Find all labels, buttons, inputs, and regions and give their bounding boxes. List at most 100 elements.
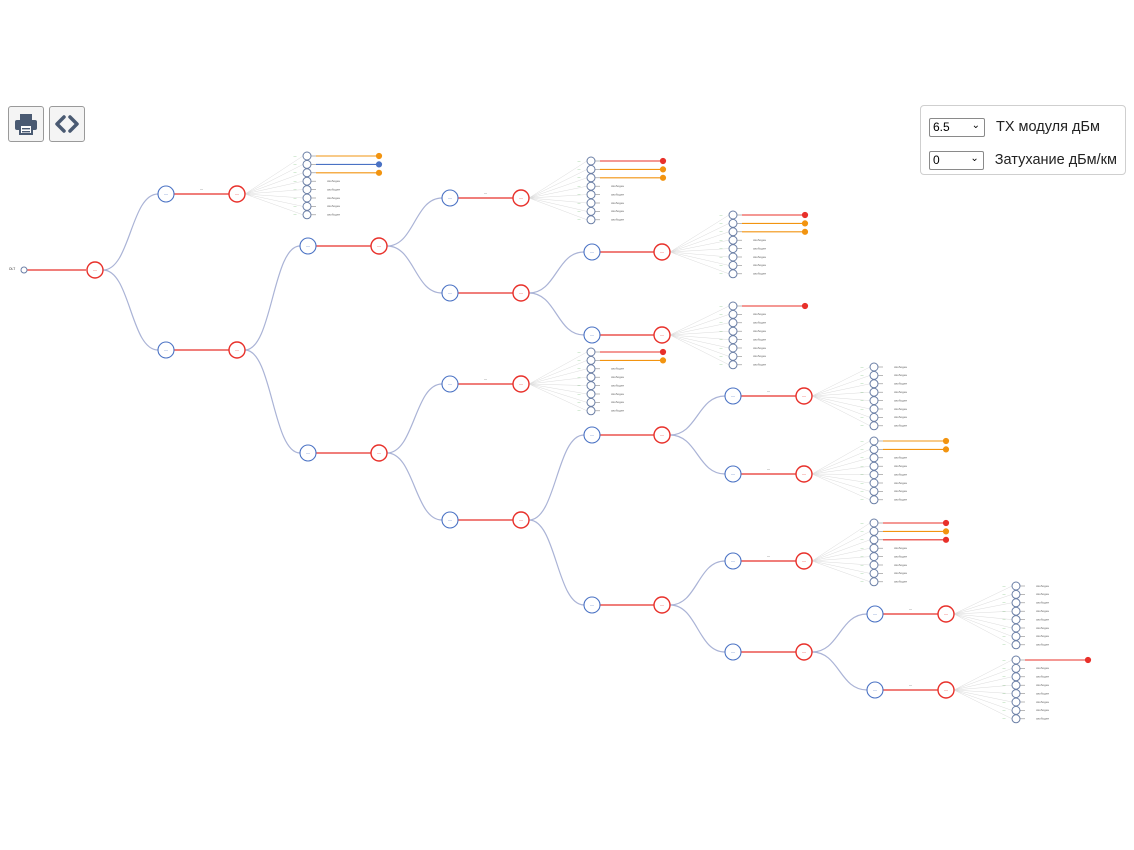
port-node[interactable]: [302, 201, 312, 211]
port-node[interactable]: [1011, 655, 1021, 665]
port-node[interactable]: [869, 495, 879, 505]
box-node[interactable]: [157, 185, 175, 203]
port-node[interactable]: [869, 535, 879, 545]
splitter-node[interactable]: [653, 596, 671, 614]
splitter-node[interactable]: [370, 444, 388, 462]
port-node[interactable]: [869, 461, 879, 471]
port-node[interactable]: [1011, 705, 1021, 715]
port-node[interactable]: [586, 364, 596, 374]
splitter-node[interactable]: [228, 185, 246, 203]
splitter-node[interactable]: [512, 284, 530, 302]
splitter-node-label[interactable]: —: [802, 393, 806, 398]
splitter-node-label[interactable]: —: [235, 191, 239, 196]
box-node[interactable]: [583, 596, 601, 614]
port-node[interactable]: [1011, 615, 1021, 625]
splitter-node-label[interactable]: —: [377, 243, 381, 248]
subscriber-node[interactable]: [942, 519, 950, 527]
box-node-label[interactable]: —: [731, 471, 735, 476]
splitter-node[interactable]: [512, 375, 530, 393]
box-node[interactable]: [441, 189, 459, 207]
port-node[interactable]: [869, 379, 879, 389]
splitter-node[interactable]: [370, 237, 388, 255]
port-node[interactable]: [728, 326, 738, 336]
splitter-node-label[interactable]: —: [235, 347, 239, 352]
box-node-label[interactable]: —: [590, 432, 594, 437]
port-node[interactable]: [728, 227, 738, 237]
port-node[interactable]: [586, 206, 596, 216]
port-node[interactable]: [302, 176, 312, 186]
box-node-label[interactable]: —: [873, 687, 877, 692]
port-node[interactable]: [728, 301, 738, 311]
port-node[interactable]: [586, 173, 596, 183]
port-node[interactable]: [1011, 697, 1021, 707]
port-node[interactable]: [869, 453, 879, 463]
splitter-node[interactable]: [512, 189, 530, 207]
subscriber-node[interactable]: [801, 211, 809, 219]
splitter-node-label[interactable]: —: [802, 471, 806, 476]
subscriber-node[interactable]: [659, 166, 667, 173]
box-node[interactable]: [583, 426, 601, 444]
port-node[interactable]: [869, 568, 879, 578]
splitter-node[interactable]: [795, 387, 813, 405]
box-node-label[interactable]: —: [731, 649, 735, 654]
subscriber-node[interactable]: [801, 220, 809, 227]
box-node[interactable]: [299, 444, 317, 462]
subscriber-node[interactable]: [659, 174, 667, 181]
port-node[interactable]: [869, 444, 879, 454]
port-node[interactable]: [869, 370, 879, 380]
box-node[interactable]: [583, 326, 601, 344]
port-node[interactable]: [1011, 714, 1021, 724]
port-node[interactable]: [728, 218, 738, 228]
box-node[interactable]: [724, 465, 742, 483]
port-node[interactable]: [586, 381, 596, 391]
port-node[interactable]: [728, 210, 738, 220]
subscriber-node[interactable]: [942, 528, 950, 535]
port-node[interactable]: [586, 198, 596, 208]
port-node[interactable]: [586, 355, 596, 365]
port-node[interactable]: [302, 185, 312, 195]
splitter-node[interactable]: [653, 326, 671, 344]
subscriber-node[interactable]: [801, 302, 809, 310]
box-node[interactable]: [583, 243, 601, 261]
splitter-node[interactable]: [937, 681, 955, 699]
splitter-node-label[interactable]: —: [660, 332, 664, 337]
box-node-label[interactable]: —: [448, 381, 452, 386]
splitter-node-label[interactable]: —: [93, 267, 97, 272]
tx-select[interactable]: 6.5 ⌄: [929, 117, 985, 137]
port-node[interactable]: [869, 436, 879, 446]
port-node[interactable]: [302, 210, 312, 220]
box-node[interactable]: [724, 643, 742, 661]
subscriber-node[interactable]: [659, 157, 667, 165]
code-view-button[interactable]: [49, 106, 85, 142]
port-node[interactable]: [869, 470, 879, 480]
subscriber-node[interactable]: [942, 437, 950, 445]
box-node-label[interactable]: —: [590, 332, 594, 337]
port-node[interactable]: [586, 347, 596, 357]
attenuation-select[interactable]: 0 ⌄: [929, 150, 984, 170]
port-node[interactable]: [869, 486, 879, 496]
box-node-label[interactable]: —: [448, 195, 452, 200]
subscriber-node[interactable]: [375, 169, 383, 176]
port-node[interactable]: [586, 164, 596, 174]
port-node[interactable]: [1011, 663, 1021, 673]
subscriber-node[interactable]: [659, 357, 667, 364]
box-node-label[interactable]: —: [590, 602, 594, 607]
subscriber-node[interactable]: [659, 348, 667, 356]
port-node[interactable]: [869, 396, 879, 406]
port-node[interactable]: [728, 260, 738, 270]
splitter-node[interactable]: [228, 341, 246, 359]
port-node[interactable]: [869, 421, 879, 431]
subscriber-node[interactable]: [375, 152, 383, 160]
port-node[interactable]: [728, 244, 738, 254]
box-node-label[interactable]: —: [873, 611, 877, 616]
splitter-node[interactable]: [795, 552, 813, 570]
port-node[interactable]: [586, 406, 596, 416]
port-node[interactable]: [728, 309, 738, 319]
splitter-node[interactable]: [653, 243, 671, 261]
port-node[interactable]: [586, 181, 596, 191]
port-node[interactable]: [869, 362, 879, 372]
olt-node[interactable]: [20, 266, 28, 274]
splitter-node-label[interactable]: —: [802, 649, 806, 654]
port-node[interactable]: [869, 552, 879, 562]
port-node[interactable]: [586, 215, 596, 225]
